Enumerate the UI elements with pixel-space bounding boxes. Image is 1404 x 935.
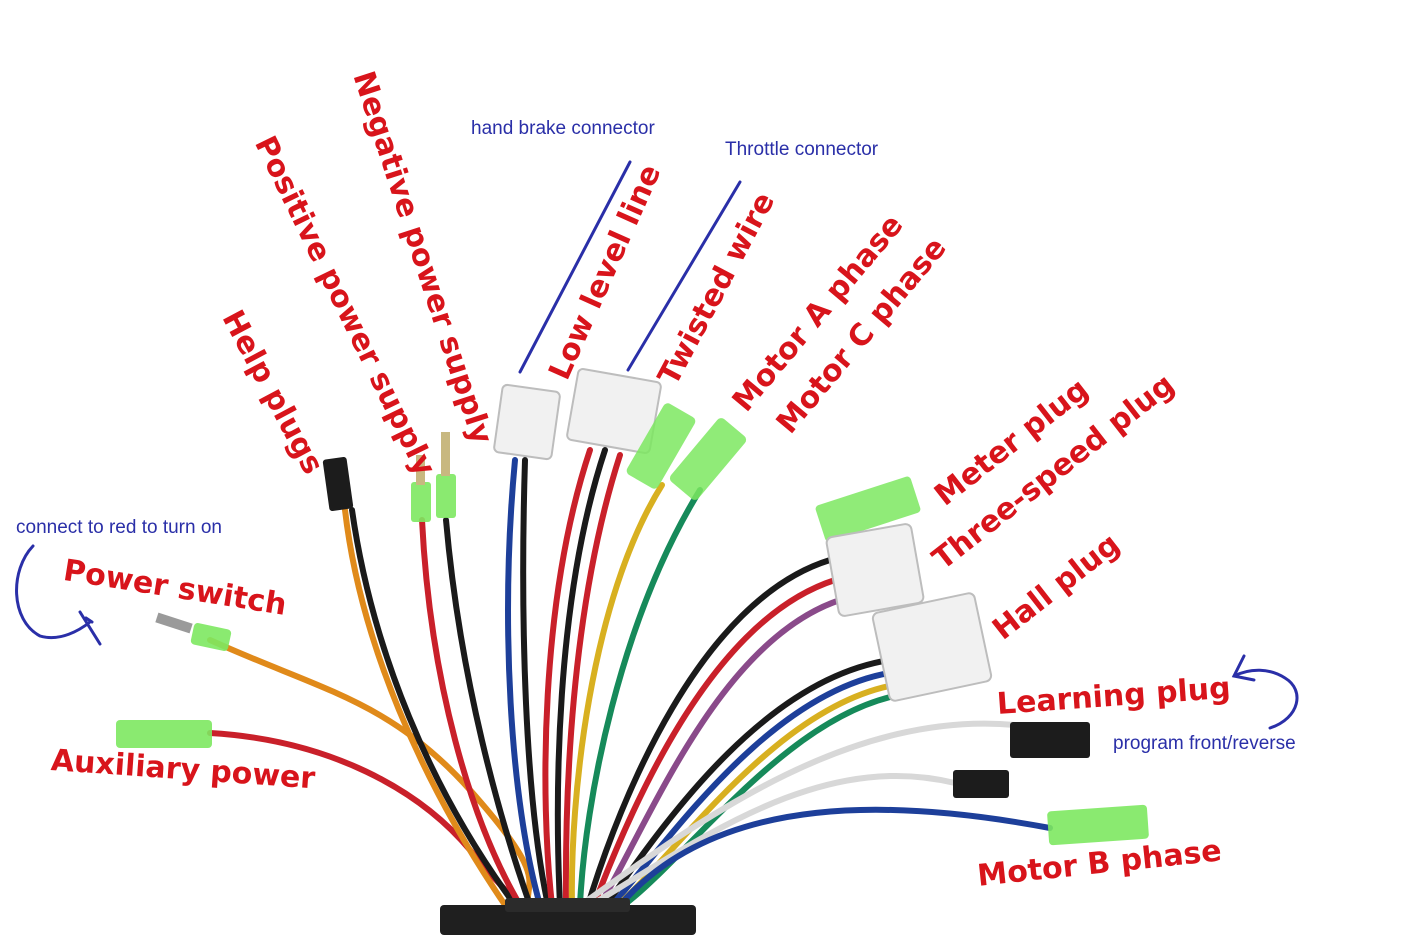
controller-cable-clamp	[505, 898, 630, 912]
throttle-connector-plug	[566, 368, 662, 454]
wire-twisted-black	[554, 447, 608, 908]
wire-meter-2	[591, 577, 838, 908]
wire-twisted-red2	[562, 452, 623, 908]
wire-low-level-blue	[505, 457, 543, 908]
wire-three-speed-1	[597, 597, 843, 908]
wire-twisted-red	[542, 447, 593, 908]
meter-plug-connector	[815, 476, 921, 542]
hall-plug-connector	[871, 592, 993, 702]
wire-hall-4	[621, 691, 908, 908]
note-hand-brake-connector: hand brake connector	[471, 118, 655, 139]
wire-learning-white	[585, 720, 1018, 903]
negative-power-connector	[436, 432, 456, 518]
wire-motor-a-yellow	[568, 482, 665, 908]
wire-low-level-black	[520, 457, 551, 908]
wire-help-plug-black	[349, 507, 518, 908]
arrow-learning-plug	[1231, 654, 1299, 730]
three-speed-plug-connector	[825, 523, 925, 617]
note-throttle-connector: Throttle connector	[725, 139, 879, 160]
positive-power-connector	[411, 455, 431, 522]
hand-brake-connector-plug	[493, 383, 561, 461]
wire-power-switch	[207, 637, 533, 908]
note-program-front-reverse: program front/reverse	[1113, 733, 1296, 754]
auxiliary-power-connector	[116, 720, 212, 748]
controller-box	[440, 905, 696, 935]
wire-motor-b-blue	[617, 806, 1053, 908]
strike-twisted-wire	[626, 180, 742, 372]
wire-positive-power	[419, 517, 523, 908]
learning-plug-connector-2	[953, 770, 1009, 798]
wire-learning-white2	[593, 772, 958, 905]
note-connect-to-red: connect to red to turn on	[16, 517, 222, 538]
motor-b-phase-connector	[1047, 804, 1149, 846]
help-plugs-connector	[322, 456, 354, 512]
power-switch-connector	[155, 612, 232, 651]
learning-plug-connector	[1010, 722, 1090, 758]
strike-low-level-line	[518, 160, 632, 374]
wire-motor-c-green	[577, 487, 703, 908]
arrow-power-switch	[15, 544, 102, 646]
wire-help-plug-orange	[342, 507, 508, 908]
motor-c-phase-connector	[669, 418, 747, 500]
motor-a-phase-connector	[626, 403, 696, 489]
wire-negative-power	[443, 517, 533, 908]
wire-meter-1	[585, 557, 833, 908]
